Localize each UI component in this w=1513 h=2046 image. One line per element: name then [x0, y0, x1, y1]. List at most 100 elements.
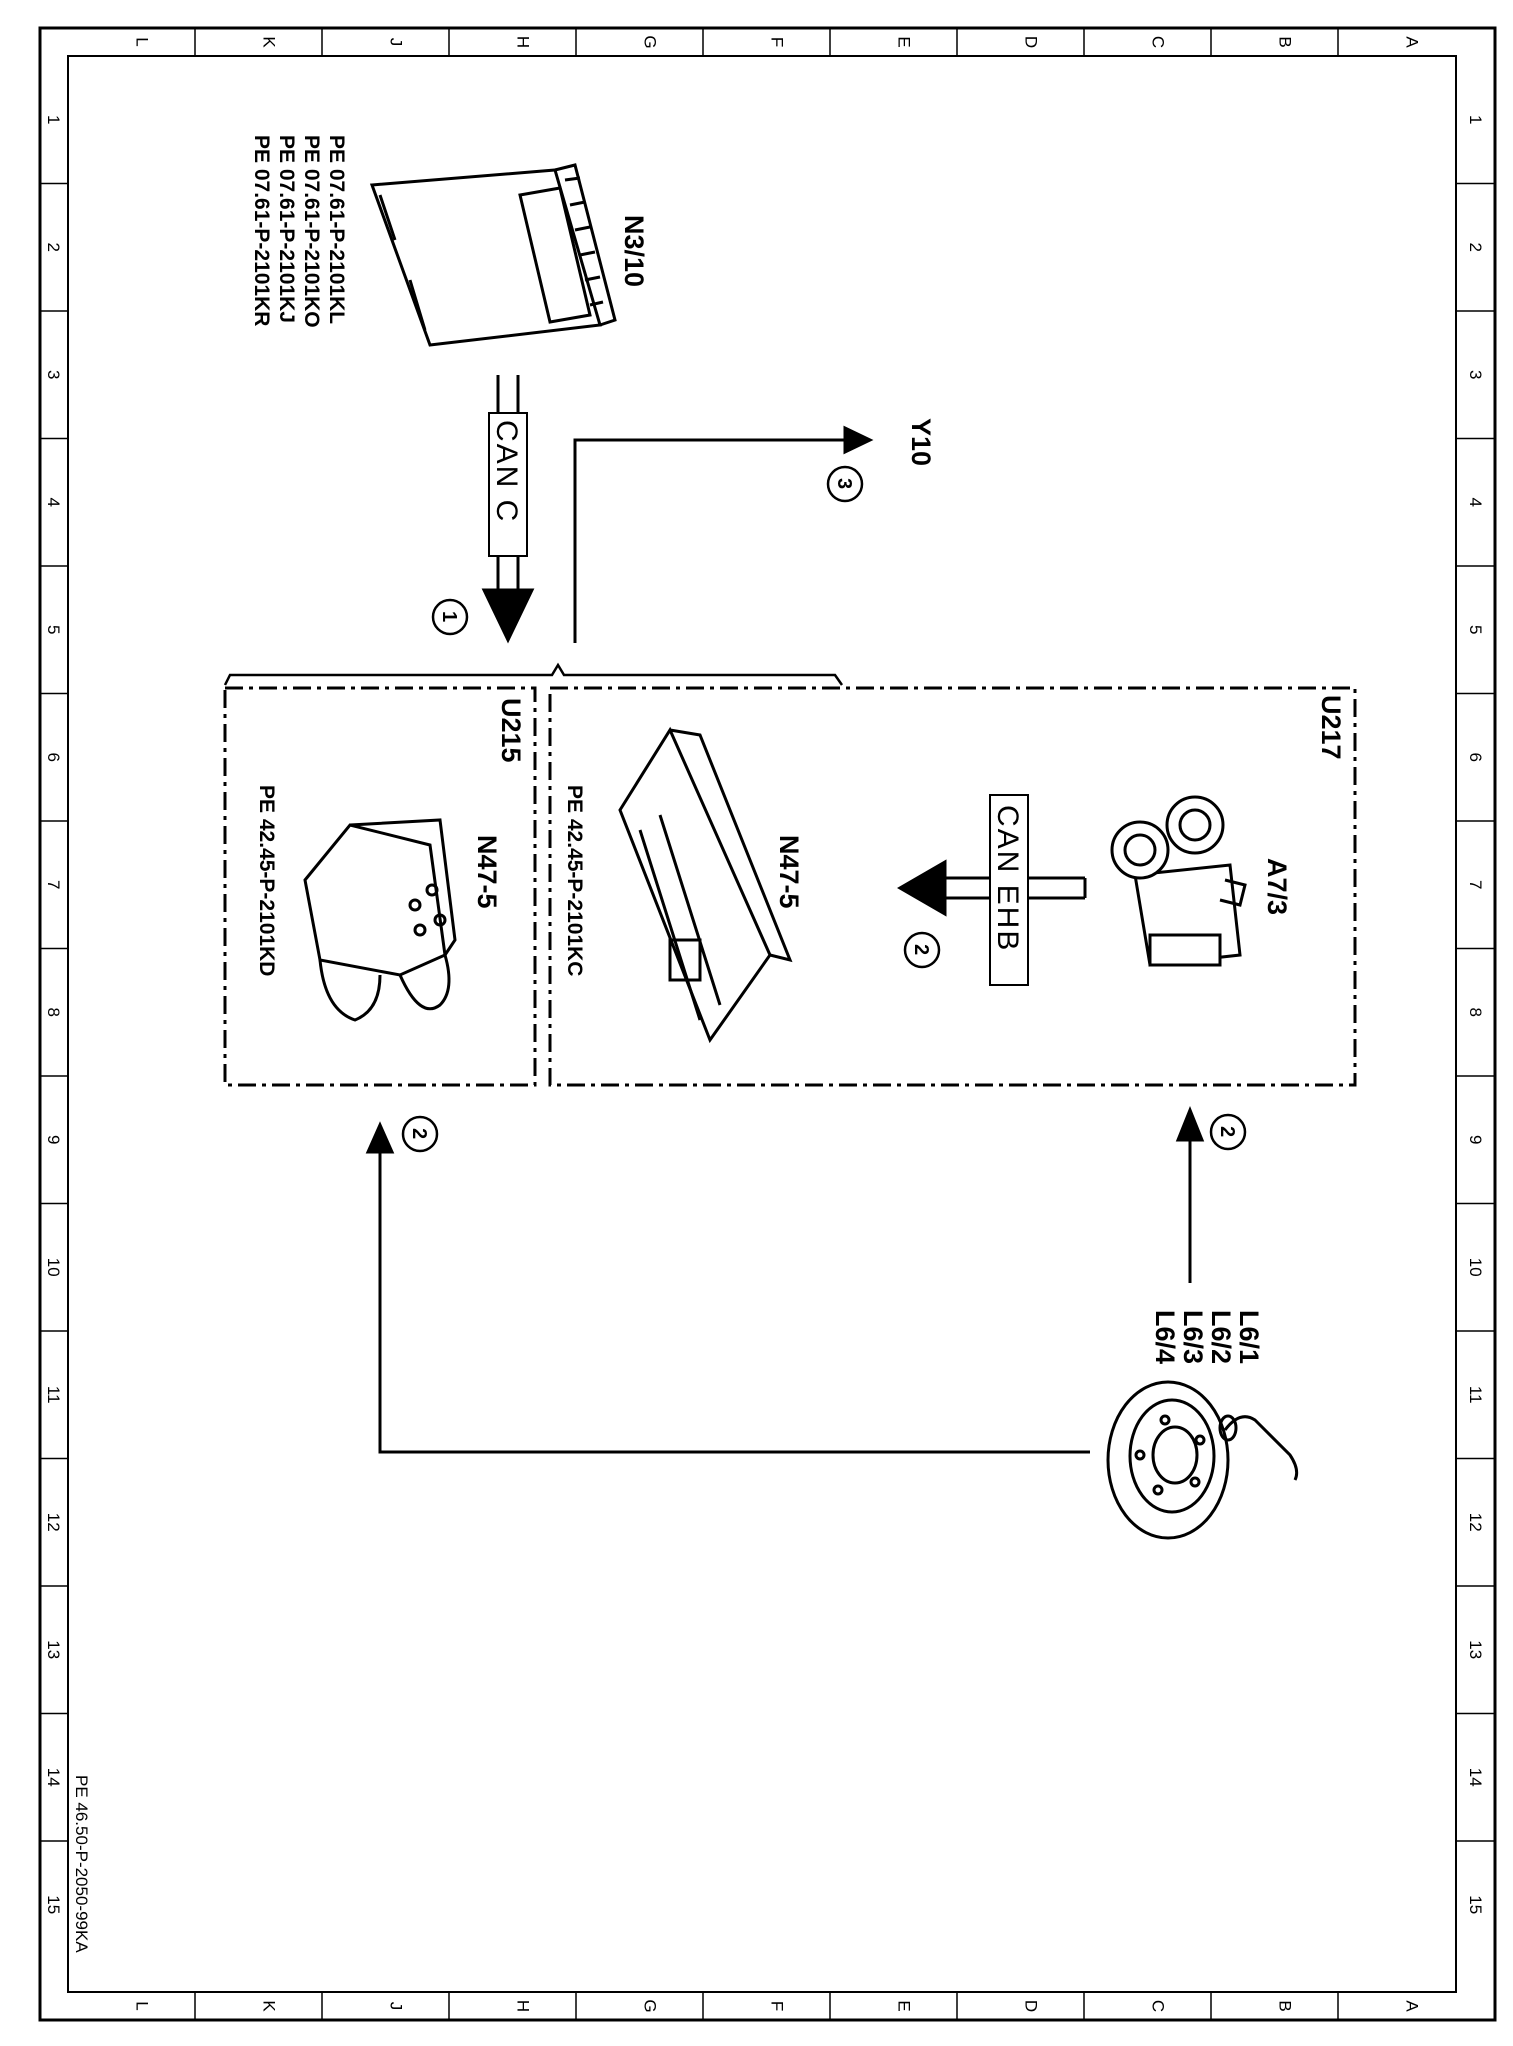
grid-number-left: 11 [44, 1386, 63, 1404]
grid-letter-bottom: C [1149, 2000, 1168, 2012]
grid-letter-bottom: D [1022, 2000, 1041, 2012]
n3-10-references: PE 07.61-P-2101KL PE 07.61-P-2101KO PE 0… [250, 135, 348, 328]
sensor-labels: L6/1 L6/2 L6/3 L6/4 [1150, 1310, 1264, 1364]
grid-letter-top: J [387, 38, 406, 47]
n3-10-ref-4: PE 07.61-P-2101KR [250, 135, 273, 326]
grid-letter-bottom: K [260, 2000, 279, 2012]
sensor-signal-lines [365, 1105, 1205, 1454]
grid-number-left: 5 [44, 625, 63, 634]
grid-letter-bottom: B [1276, 2000, 1295, 2011]
a7-3-label: A7/3 [1262, 858, 1292, 915]
grid-number-left: 10 [44, 1258, 63, 1277]
grid-number-left: 8 [44, 1008, 63, 1017]
grid-number-right: 1 [1466, 115, 1485, 124]
grid-ticks [40, 28, 1495, 2020]
marker-1-label: 1 [438, 611, 460, 622]
grid-letter-bottom: H [514, 2000, 533, 2012]
grid-number-left: 9 [44, 1135, 63, 1144]
grid-letter-top: A [1403, 36, 1422, 48]
u217-label: U217 [1316, 695, 1346, 760]
a7-3-brake-booster-icon [1110, 795, 1247, 967]
u215-label: U215 [496, 698, 526, 763]
marker-2-circle-right [1209, 1113, 1247, 1151]
grid-number-right: 3 [1466, 370, 1485, 379]
marker-1-circle [431, 598, 469, 636]
grid-letter-bottom: E [895, 2000, 914, 2011]
can-ehb-label-box [989, 794, 1029, 986]
n3-10-ref-3: PE 07.61-P-2101KJ [275, 135, 298, 323]
grid-number-left: 7 [44, 880, 63, 889]
grid-letter-bottom: F [768, 2001, 787, 2011]
can-ehb-label: CAN EHB [991, 805, 1024, 952]
grid-letter-bottom: G [641, 1999, 660, 2012]
wheel-speed-sensor-icon [1106, 1380, 1299, 1540]
grid-number-left: 12 [44, 1513, 63, 1532]
grid-number-left: 15 [44, 1895, 63, 1914]
document-number: PE 46.50-P-2050-99KA [72, 1775, 91, 1953]
grid-letter-top: H [514, 36, 533, 48]
grid-number-left: 4 [44, 498, 63, 507]
sensor-label-1: L6/1 [1234, 1310, 1264, 1364]
u215-hydraulic-unit-icon [303, 818, 457, 1022]
u215-ref: PE 42.45-P-2101KD [255, 785, 278, 976]
grid-letter-bottom: A [1403, 2000, 1422, 2012]
marker-2-label-left: 2 [408, 1128, 430, 1139]
grid-number-right: 13 [1466, 1640, 1485, 1659]
grid-number-left: 14 [44, 1768, 63, 1787]
grid-number-right: 14 [1466, 1768, 1485, 1787]
n3-10-ref-1: PE 07.61-P-2101KL [325, 135, 348, 324]
grid-number-right: 4 [1466, 498, 1485, 507]
grid-letter-top: L [133, 37, 152, 46]
grid-number-left: 13 [44, 1640, 63, 1659]
grid-letter-top: B [1276, 36, 1295, 47]
u217-ref: PE 42.45-P-2101KC [563, 785, 586, 976]
grid-number-left: 3 [44, 370, 63, 379]
grid-number-left: 1 [44, 115, 63, 124]
marker-2-circle-top [903, 931, 941, 969]
group-brace [223, 662, 844, 686]
marker-3-circle [826, 465, 864, 503]
y10-label: Y10 [906, 418, 936, 466]
can-c-label-box [488, 412, 528, 557]
grid-number-right: 15 [1466, 1895, 1485, 1914]
n3-10-label: N3/10 [619, 215, 649, 287]
grid-number-right: 10 [1466, 1258, 1485, 1277]
grid-letter-top: E [895, 36, 914, 47]
inner-border [67, 55, 1457, 1993]
marker-2-label-top: 2 [910, 944, 932, 955]
grid-number-right: 11 [1466, 1386, 1485, 1404]
grid-letter-top: F [768, 37, 787, 47]
grid-number-right: 7 [1466, 880, 1485, 889]
outer-border [38, 26, 1497, 2022]
sensor-label-2: L6/2 [1206, 1310, 1236, 1364]
grid-number-left: 6 [44, 753, 63, 762]
grid-number-right: 5 [1466, 625, 1485, 634]
u217-control-unit-icon [618, 726, 793, 1044]
sensor-label-3: L6/3 [1178, 1310, 1208, 1364]
marker-2-label-right: 2 [1216, 1126, 1238, 1137]
grid-number-left: 2 [44, 243, 63, 252]
can-c-label: CAN C [490, 420, 523, 523]
marker-2-circle-left [401, 1115, 439, 1153]
grid-letter-bottom: J [387, 2002, 406, 2011]
grid-letter-top: K [260, 36, 279, 48]
grid-number-right: 2 [1466, 243, 1485, 252]
grid-number-right: 6 [1466, 753, 1485, 762]
marker-3-label: 3 [833, 478, 855, 489]
sensor-label-4: L6/4 [1150, 1310, 1180, 1364]
u217-module-label: N47-5 [774, 835, 804, 909]
y10-signal-line [573, 425, 874, 643]
u215-module-label: N47-5 [472, 835, 502, 909]
grid-letter-top: C [1149, 36, 1168, 48]
u217-module-box [548, 686, 1357, 1087]
n3-10-ref-2: PE 07.61-P-2101KO [300, 135, 323, 328]
grid-number-right: 9 [1466, 1135, 1485, 1144]
u215-module-box [223, 686, 537, 1087]
grid-letter-top: D [1022, 36, 1041, 48]
grid-letter-top: G [641, 35, 660, 48]
